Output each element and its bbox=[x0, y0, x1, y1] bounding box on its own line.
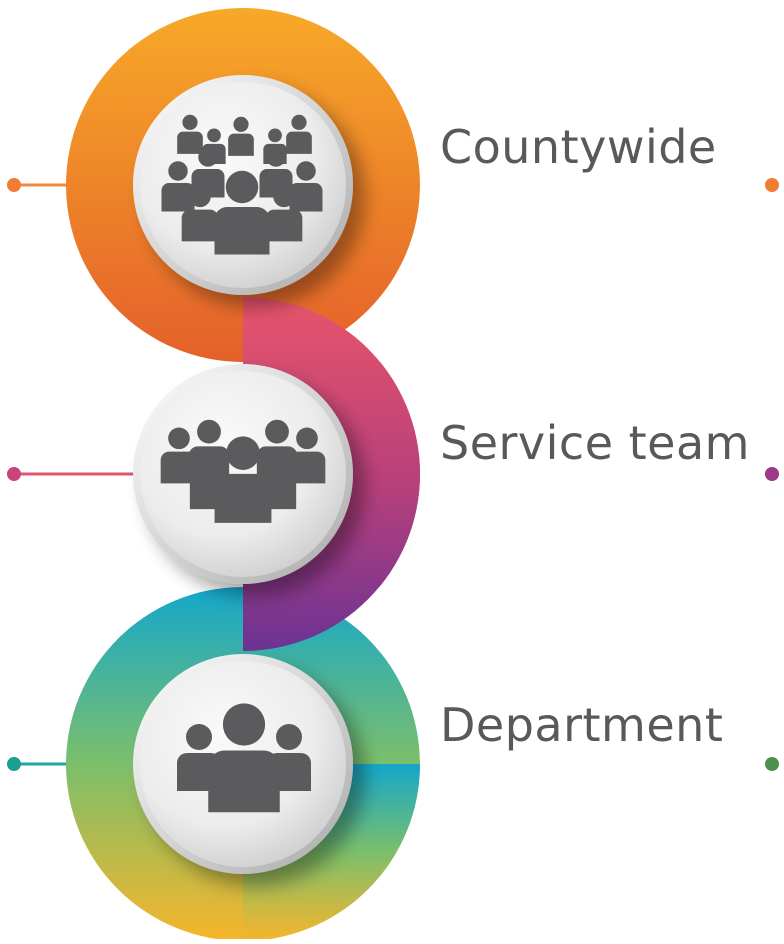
connector-lines bbox=[7, 178, 779, 771]
connector-dot-2-left bbox=[7, 467, 21, 481]
connector-dot-2-right bbox=[765, 467, 779, 481]
connector-dot-1-right bbox=[765, 178, 779, 192]
connector-dot-1-left bbox=[7, 178, 21, 192]
tier-label-service-team: Service team bbox=[440, 416, 750, 470]
connector-dot-3-right bbox=[765, 757, 779, 771]
tier-label-department: Department bbox=[440, 698, 724, 752]
large-crowd-icon bbox=[161, 114, 323, 255]
tier-label-countywide: Countywide bbox=[440, 120, 717, 174]
connector-dot-3-left bbox=[7, 757, 21, 771]
